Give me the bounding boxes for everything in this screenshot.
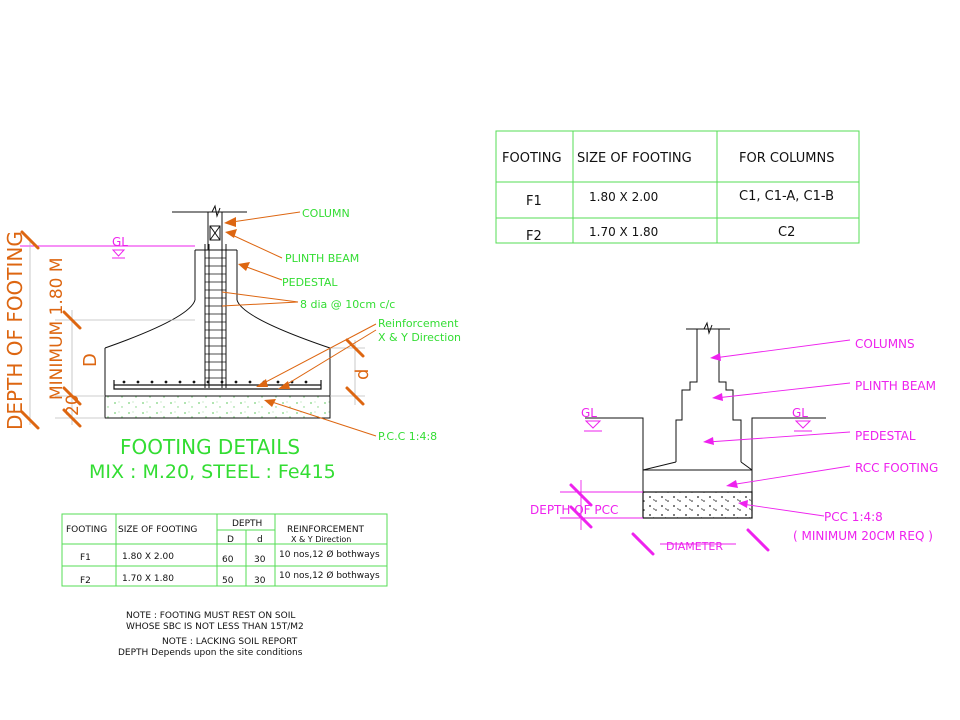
section-b-arrows — [703, 353, 748, 508]
bar-dot — [206, 380, 210, 384]
section-b-pcc — [642, 491, 753, 519]
gl-right-label: GL — [792, 406, 808, 420]
table-bottom-header: DEPTH — [232, 519, 262, 529]
gl-label: GL — [112, 235, 128, 249]
column-tie-box — [209, 225, 221, 241]
pcc-bed — [104, 395, 331, 419]
table-bottom-cell: 30 — [254, 576, 266, 586]
table-bottom-cell: 30 — [254, 555, 266, 565]
note-line: NOTE : FOOTING MUST REST ON SOIL — [126, 611, 295, 621]
columns-label: COLUMNS — [855, 337, 915, 351]
table-top-cell: 1.70 X 1.80 — [589, 225, 658, 239]
table-top-header-columns: FOR COLUMNS — [739, 151, 835, 166]
section-b-leaders — [660, 339, 851, 545]
gl-symbol-icon — [584, 420, 812, 432]
gl-left-label: GL — [581, 406, 597, 420]
note-line: WHOSE SBC IS NOT LESS THAN 15T/M2 — [126, 622, 304, 632]
depth-of-footing-label: DEPTH OF FOOTING — [3, 231, 27, 430]
notes: NOTE : FOOTING MUST REST ON SOIL WHOSE S… — [118, 611, 304, 658]
table-bottom-cell: F1 — [80, 553, 91, 563]
table-top-cell: F1 — [526, 194, 542, 209]
section-b-outline — [585, 321, 826, 518]
table-top-header-size: SIZE OF FOOTING — [577, 151, 692, 166]
depth-of-pcc-label: DEPTH OF PCC — [530, 503, 618, 517]
bar-dot — [192, 380, 196, 384]
table-bottom-cell: 1.70 X 1.80 — [122, 574, 174, 584]
footing-details-title: FOOTING DETAILS — [120, 435, 300, 459]
table-bottom-cell: F2 — [80, 576, 91, 586]
table-bottom-cell: 50 — [222, 576, 234, 586]
bar-dots — [122, 380, 308, 384]
dim-D-label: D — [80, 353, 101, 367]
dimension-guides — [29, 240, 365, 425]
table-top-cell: 1.80 X 2.00 — [589, 190, 658, 204]
dim-d-label: d — [352, 369, 373, 380]
mix-steel-subtitle: MIX : M.20, STEEL : Fe415 — [89, 461, 336, 483]
table-bottom-cell: 10 nos,12 Ø bothways — [279, 570, 380, 581]
table-bottom-header: X & Y Direction — [291, 535, 351, 544]
table-bottom-header: FOOTING — [66, 525, 107, 535]
table-bottom-header: d — [257, 535, 263, 545]
table-bottom-cell: 60 — [222, 555, 234, 565]
diameter-label: DIAMETER — [666, 540, 723, 553]
pcc-label: P.C.C 1:4:8 — [378, 430, 437, 443]
table-top-grid — [495, 130, 860, 244]
bar-dot — [304, 380, 308, 384]
table-bottom-header: SIZE OF FOOTING — [118, 525, 197, 535]
reinforcement-direction-label: X & Y Direction — [378, 331, 461, 344]
plinth-beam-label: PLINTH BEAM — [855, 379, 936, 393]
stirrups-label: 8 dia @ 10cm c/c — [300, 298, 395, 311]
bar-dot — [248, 380, 252, 384]
bar-dot — [122, 380, 126, 384]
leader-lines — [221, 211, 377, 437]
minimum-depth-label: MINIMUM 1.80 M — [47, 257, 67, 400]
table-top-header-footing: FOOTING — [502, 151, 562, 166]
column-top-break — [172, 204, 247, 218]
gl-symbol-icon — [111, 249, 126, 259]
bar-dot — [150, 380, 154, 384]
footing-section-a: GL DEPTH OF FOOTING MINIMUM 1.80 M D 20 — [3, 204, 461, 483]
table-bottom-cell: 10 nos,12 Ø bothways — [279, 549, 380, 560]
rcc-footing-label: RCC FOOTING — [855, 461, 938, 475]
table-top-cell: C1, C1-A, C1-B — [739, 189, 834, 204]
column-label: COLUMN — [302, 207, 350, 220]
pcc-label: PCC 1:4:8 — [824, 510, 883, 524]
plinth-beam-label: PLINTH BEAM — [285, 252, 359, 265]
bar-dot — [220, 380, 224, 384]
note-line: DEPTH Depends upon the site conditions — [118, 648, 303, 658]
reinforcement-label: Reinforcement — [378, 317, 459, 330]
stirrups — [205, 249, 226, 379]
note-line: NOTE : LACKING SOIL REPORT — [162, 637, 298, 647]
footing-table-bottom: FOOTING SIZE OF FOOTING DEPTH D d REINFO… — [61, 513, 388, 587]
dim-20-label: 20 — [63, 394, 83, 416]
bar-dot — [136, 380, 140, 384]
footing-section-b: GL GL COL — [530, 321, 938, 556]
footing-table-top: FOOTING SIZE OF FOOTING FOR COLUMNS F1 1… — [495, 130, 860, 244]
min-req-label: ( MINIMUM 20CM REQ ) — [793, 529, 933, 543]
table-bottom-header: REINFORCEMENT — [287, 525, 365, 535]
vertical-bars — [204, 244, 227, 388]
table-top-cell: C2 — [778, 225, 795, 240]
section-b-dimension-lines — [560, 480, 643, 530]
bar-dot — [276, 380, 280, 384]
bar-dot — [164, 380, 168, 384]
pedestal-label: PEDESTAL — [855, 429, 916, 443]
table-bottom-grid — [61, 513, 388, 587]
bar-dot — [178, 380, 182, 384]
leader-arrows — [224, 217, 290, 407]
table-bottom-cell: 1.80 X 2.00 — [122, 552, 174, 562]
table-bottom-header: D — [227, 535, 234, 545]
bottom-bars — [113, 380, 322, 390]
dimension-ticks — [20, 230, 365, 430]
table-top-cell: F2 — [526, 229, 542, 244]
bar-dot — [234, 380, 238, 384]
pedestal-label: PEDESTAL — [282, 276, 338, 289]
